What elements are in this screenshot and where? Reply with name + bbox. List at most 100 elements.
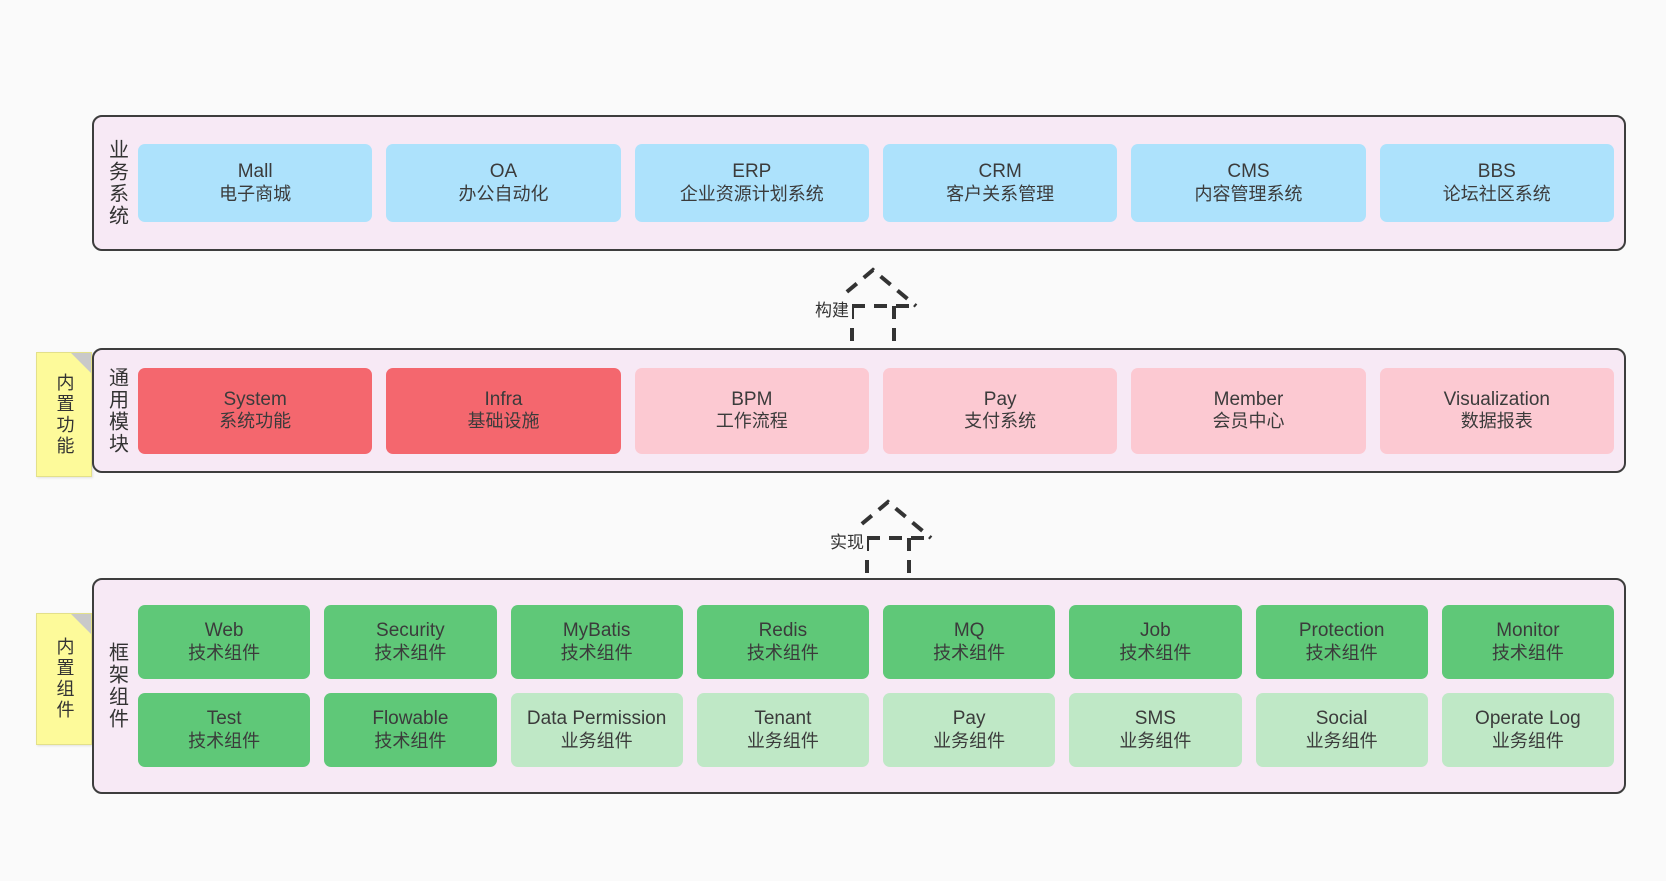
node-operate-log[interactable]: Operate Log 业务组件	[1441, 693, 1614, 767]
layer-title-framework: 框架组件	[105, 642, 128, 730]
folded-corner-icon	[71, 614, 91, 634]
node-mall[interactable]: Mall 电子商城	[138, 144, 373, 222]
node-title: Redis	[758, 620, 808, 642]
node-subtitle: 客户关系管理	[946, 183, 1055, 204]
layer-business-systems: 业务系统 Mall 电子商城 OA 办公自动化 ERP 企业资源计划系统 CRM…	[92, 115, 1626, 251]
node-data-permission[interactable]: Data Permission 业务组件	[510, 693, 683, 767]
node-subtitle: 内容管理系统	[1194, 183, 1303, 204]
node-subtitle: 支付系统	[964, 411, 1037, 432]
node-title: Job	[1140, 620, 1171, 642]
node-subtitle: 业务组件	[1491, 730, 1564, 751]
layer-body-business: Mall 电子商城 OA 办公自动化 ERP 企业资源计划系统 CRM 客户关系…	[138, 117, 1624, 249]
node-system[interactable]: System 系统功能	[138, 367, 373, 454]
sticky-note-builtin-features: 内置功能	[36, 352, 92, 477]
connector-build-label: 构建	[812, 296, 852, 321]
connector-implement: 实现	[775, 490, 935, 588]
node-title: Monitor	[1496, 620, 1560, 642]
node-title: OA	[489, 161, 518, 183]
connector-build: 构建	[760, 258, 920, 356]
node-member[interactable]: Member 会员中心	[1131, 367, 1366, 454]
node-title: Web	[204, 620, 244, 642]
node-subtitle: 技术组件	[374, 730, 447, 751]
node-pay-module[interactable]: Pay 支付系统	[882, 367, 1118, 454]
node-row: System 系统功能 Infra 基础设施 BPM 工作流程 Pay 支付系统…	[138, 367, 1614, 454]
node-title: BPM	[731, 388, 773, 410]
node-title: Flowable	[372, 708, 449, 730]
node-mybatis[interactable]: MyBatis 技术组件	[510, 605, 683, 679]
node-subtitle: 业务组件	[560, 730, 633, 751]
layer-framework-components: 框架组件 Web 技术组件 Security 技术组件 MyBatis 技术组件…	[92, 578, 1626, 794]
node-redis[interactable]: Redis 技术组件	[696, 605, 869, 679]
node-subtitle: 技术组件	[1305, 642, 1378, 663]
node-mq[interactable]: MQ 技术组件	[883, 605, 1056, 679]
node-title: Member	[1213, 388, 1284, 410]
node-crm[interactable]: CRM 客户关系管理	[882, 144, 1118, 222]
node-title: Tenant	[754, 708, 812, 730]
node-subtitle: 基础设施	[467, 411, 540, 432]
connector-implement-label: 实现	[827, 528, 867, 553]
node-row: Mall 电子商城 OA 办公自动化 ERP 企业资源计划系统 CRM 客户关系…	[138, 144, 1614, 222]
node-oa[interactable]: OA 办公自动化	[386, 144, 621, 222]
node-web[interactable]: Web 技术组件	[138, 605, 311, 679]
layer-common-modules: 通用模块 System 系统功能 Infra 基础设施 BPM 工作流程 Pay…	[92, 348, 1626, 473]
node-monitor[interactable]: Monitor 技术组件	[1441, 605, 1614, 679]
node-infra[interactable]: Infra 基础设施	[386, 367, 621, 454]
node-subtitle: 技术组件	[374, 642, 447, 663]
node-subtitle: 办公自动化	[458, 183, 549, 204]
node-title: Mall	[237, 161, 273, 183]
node-subtitle: 工作流程	[715, 411, 788, 432]
node-flowable[interactable]: Flowable 技术组件	[324, 693, 497, 767]
node-test[interactable]: Test 技术组件	[138, 693, 311, 767]
node-title: CMS	[1227, 161, 1270, 183]
sticky-note-builtin-components: 内置组件	[36, 613, 92, 745]
sticky-note-label: 内置功能	[54, 372, 75, 457]
node-title: Pay	[952, 708, 986, 730]
node-title: CRM	[978, 161, 1022, 183]
node-subtitle: 会员中心	[1212, 411, 1285, 432]
node-title: Pay	[983, 388, 1017, 410]
node-pay-component[interactable]: Pay 业务组件	[883, 693, 1056, 767]
node-title: MQ	[953, 620, 985, 642]
node-subtitle: 电子商城	[219, 183, 292, 204]
node-title: Visualization	[1443, 388, 1550, 410]
node-title: System	[223, 388, 287, 410]
node-job[interactable]: Job 技术组件	[1069, 605, 1242, 679]
node-title: Security	[376, 620, 445, 642]
node-bpm[interactable]: BPM 工作流程	[634, 367, 869, 454]
node-title: Test	[206, 708, 242, 730]
node-subtitle: 业务组件	[746, 730, 819, 751]
sticky-note-label: 内置组件	[54, 637, 75, 721]
node-tenant[interactable]: Tenant 业务组件	[696, 693, 869, 767]
node-title: ERP	[732, 161, 772, 183]
node-subtitle: 业务组件	[1305, 730, 1378, 751]
node-subtitle: 数据报表	[1460, 411, 1533, 432]
layer-body-framework: Web 技术组件 Security 技术组件 MyBatis 技术组件 Redi…	[138, 580, 1624, 792]
node-subtitle: 技术组件	[188, 642, 261, 663]
node-title: Protection	[1298, 620, 1385, 642]
node-title: BBS	[1477, 161, 1516, 183]
node-title: Data Permission	[526, 708, 667, 730]
node-title: SMS	[1134, 708, 1176, 730]
node-row: Test 技术组件 Flowable 技术组件 Data Permission …	[138, 693, 1614, 767]
node-protection[interactable]: Protection 技术组件	[1255, 605, 1428, 679]
node-title: Operate Log	[1475, 708, 1581, 730]
node-subtitle: 论坛社区系统	[1442, 183, 1551, 204]
node-security[interactable]: Security 技术组件	[324, 605, 497, 679]
node-subtitle: 技术组件	[933, 642, 1006, 663]
node-visualization[interactable]: Visualization 数据报表	[1379, 367, 1614, 454]
node-row: Web 技术组件 Security 技术组件 MyBatis 技术组件 Redi…	[138, 605, 1614, 679]
node-subtitle: 技术组件	[1119, 642, 1192, 663]
node-title: Social	[1315, 708, 1368, 730]
node-subtitle: 技术组件	[188, 730, 261, 751]
folded-corner-icon	[71, 353, 91, 373]
node-subtitle: 企业资源计划系统	[679, 183, 824, 204]
node-title: Infra	[484, 388, 523, 410]
node-subtitle: 技术组件	[746, 642, 819, 663]
node-social[interactable]: Social 业务组件	[1255, 693, 1428, 767]
layer-body-common: System 系统功能 Infra 基础设施 BPM 工作流程 Pay 支付系统…	[138, 350, 1624, 471]
node-cms[interactable]: CMS 内容管理系统	[1131, 144, 1366, 222]
node-bbs[interactable]: BBS 论坛社区系统	[1379, 144, 1614, 222]
node-sms[interactable]: SMS 业务组件	[1069, 693, 1242, 767]
node-erp[interactable]: ERP 企业资源计划系统	[634, 144, 869, 222]
